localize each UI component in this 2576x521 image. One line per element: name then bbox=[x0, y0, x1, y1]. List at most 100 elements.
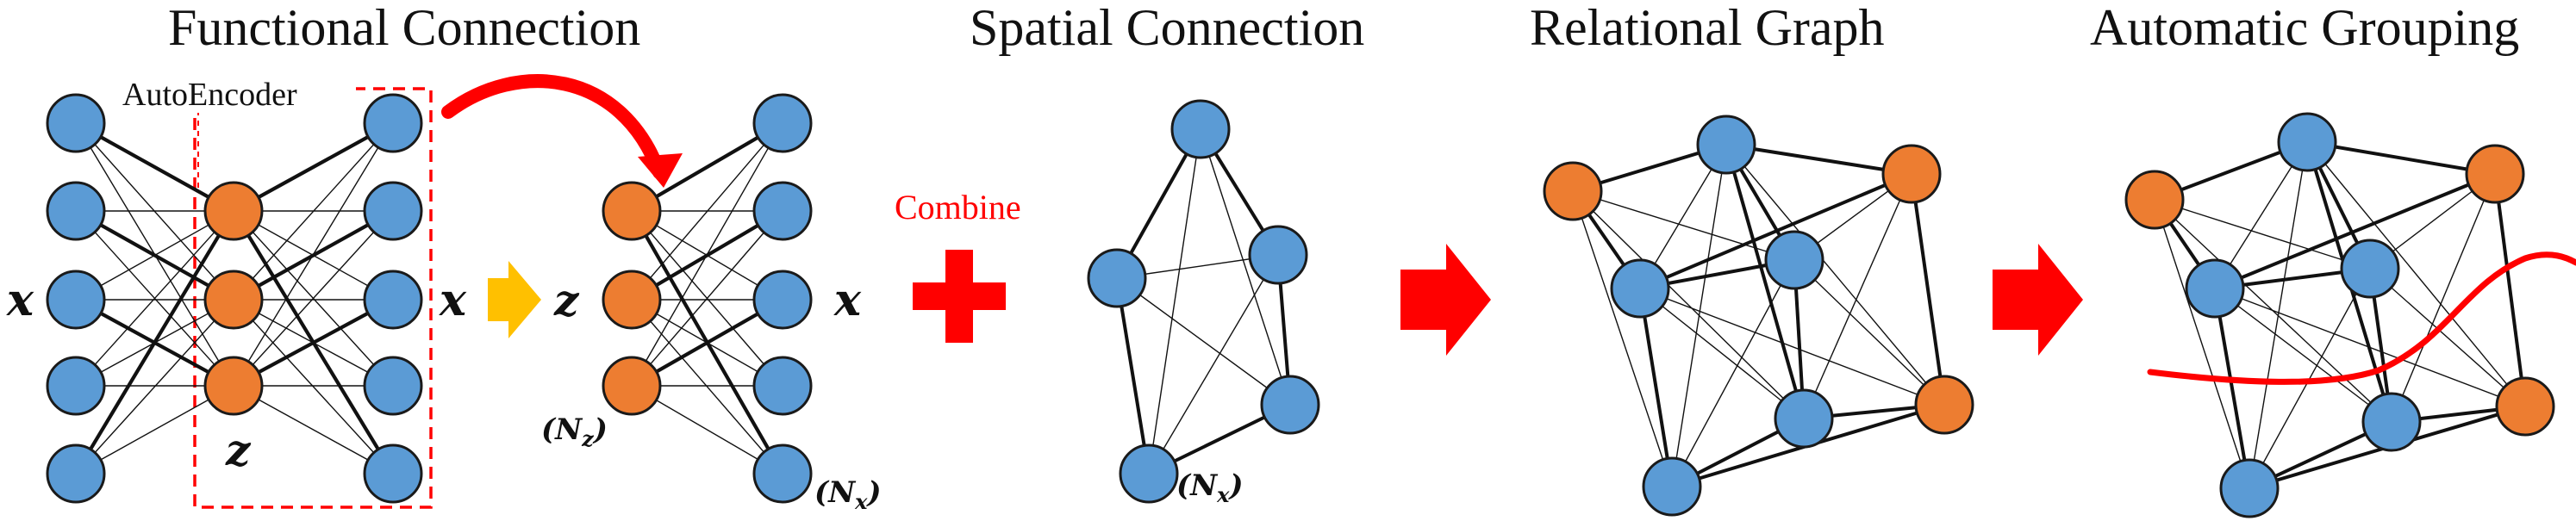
input-node bbox=[46, 356, 106, 416]
grouping-edge bbox=[2369, 268, 2526, 407]
input-node bbox=[46, 443, 106, 504]
spatial-node bbox=[1260, 375, 1320, 435]
yellow-arrow bbox=[488, 261, 541, 338]
spatial-edge bbox=[1148, 254, 1279, 474]
x-label-output: x bbox=[439, 274, 467, 326]
decoder-output-node bbox=[752, 443, 813, 504]
relational-edge bbox=[1572, 190, 1805, 419]
decoder-edge bbox=[233, 122, 394, 387]
relational-edge bbox=[1671, 259, 1795, 487]
relational-edge bbox=[1725, 143, 1912, 176]
spatial-node bbox=[1087, 248, 1147, 308]
relational-node bbox=[1881, 144, 1942, 204]
grouping-node bbox=[2361, 392, 2422, 452]
decoder-graph-edge bbox=[631, 122, 783, 301]
relational-node bbox=[1543, 161, 1603, 221]
input-node bbox=[46, 93, 106, 153]
encoder-edge bbox=[74, 209, 235, 475]
autoencoder-label-bg bbox=[119, 73, 356, 113]
red-arrow-2 bbox=[1993, 244, 2083, 356]
relational-edge bbox=[1639, 288, 1945, 406]
grouping-edge bbox=[2213, 288, 2251, 489]
relational-node bbox=[1774, 388, 1834, 449]
output-node bbox=[363, 270, 423, 330]
combine-label: Combine bbox=[895, 188, 1021, 226]
encoder-edge bbox=[74, 121, 235, 213]
relational-node bbox=[1610, 258, 1670, 319]
latent-node bbox=[203, 181, 264, 241]
relational-edge bbox=[1638, 288, 1674, 487]
spatial-node bbox=[1248, 225, 1308, 285]
red-arrow-1 bbox=[1400, 244, 1491, 356]
encoder-edge bbox=[75, 210, 234, 301]
grouping-node bbox=[2124, 170, 2185, 230]
decoder-graph-edge bbox=[631, 210, 783, 387]
nx-label-spatial: (Nx) bbox=[1176, 468, 1244, 507]
spatial-edge bbox=[1116, 277, 1291, 406]
spatial-edge bbox=[1115, 277, 1151, 474]
curved-arrow-head bbox=[638, 153, 683, 188]
grouping-edge bbox=[2214, 172, 2496, 290]
z-label-decoder: z bbox=[553, 275, 580, 326]
output-node bbox=[363, 93, 423, 153]
node-layer bbox=[46, 93, 2555, 518]
spatial-edge bbox=[1148, 128, 1201, 474]
output-node bbox=[363, 443, 423, 504]
grouping-edge bbox=[2391, 173, 2496, 423]
group-boundary-curve bbox=[2147, 251, 2576, 385]
decoder-latent-node bbox=[602, 270, 662, 330]
grouping-node bbox=[2277, 112, 2337, 172]
relational-node bbox=[1914, 375, 1974, 435]
curved-arrow bbox=[441, 74, 666, 179]
decoder-latent-node bbox=[602, 356, 662, 416]
nx-label-decoder: (Nx) bbox=[814, 475, 882, 514]
decoder-edge bbox=[233, 299, 394, 474]
relational-edge bbox=[1793, 259, 1945, 406]
relational-node bbox=[1642, 456, 1702, 517]
decoder-edge bbox=[232, 121, 395, 213]
decoder-edge bbox=[233, 298, 394, 388]
spatial-node bbox=[1119, 443, 1179, 504]
grouping-edge bbox=[2154, 199, 2371, 270]
nz-label: (Nz) bbox=[541, 412, 608, 451]
decoder-output-node bbox=[752, 93, 813, 153]
title-functional-connection: Functional Connection bbox=[168, 0, 640, 56]
title-automatic-grouping: Automatic Grouping bbox=[2090, 0, 2519, 56]
spatial-node bbox=[1170, 99, 1231, 159]
relational-node bbox=[1764, 230, 1824, 290]
z-label-latent: z bbox=[225, 425, 252, 475]
decoder-edge bbox=[233, 122, 394, 301]
encoder-edge bbox=[75, 299, 234, 474]
relational-edge bbox=[1671, 144, 1727, 487]
input-node bbox=[46, 181, 106, 241]
relational-node bbox=[1696, 115, 1756, 175]
output-node bbox=[363, 181, 423, 241]
decoder-output-node bbox=[752, 181, 813, 241]
relational-edge bbox=[1572, 190, 1673, 487]
encoder-edge bbox=[75, 385, 234, 474]
grouping-edge bbox=[2306, 141, 2526, 407]
grouping-node bbox=[2185, 258, 2245, 319]
grouping-node bbox=[2340, 239, 2400, 299]
grouping-edge bbox=[2306, 140, 2496, 176]
encoder-edge bbox=[75, 210, 234, 387]
decoder-edge bbox=[233, 385, 394, 474]
latent-node bbox=[203, 356, 264, 416]
combine-plus-icon bbox=[913, 250, 1006, 343]
relational-edge bbox=[1639, 288, 1805, 419]
grouping-edge bbox=[2214, 288, 2526, 407]
output-node bbox=[363, 356, 423, 416]
latent-node bbox=[203, 270, 264, 330]
relational-edge bbox=[1639, 172, 1912, 290]
grouping-edge bbox=[2154, 199, 2250, 489]
grouping-node bbox=[2219, 458, 2280, 518]
relational-edge bbox=[1910, 173, 1946, 406]
decoder-latent-node bbox=[602, 181, 662, 241]
decoder-edge bbox=[233, 210, 394, 387]
grouping-edge bbox=[2249, 141, 2308, 489]
autoencoder-label: AutoEncoder bbox=[122, 77, 297, 113]
input-node bbox=[46, 270, 106, 330]
grouping-node bbox=[2495, 376, 2555, 437]
decoder-output-node bbox=[752, 356, 813, 416]
